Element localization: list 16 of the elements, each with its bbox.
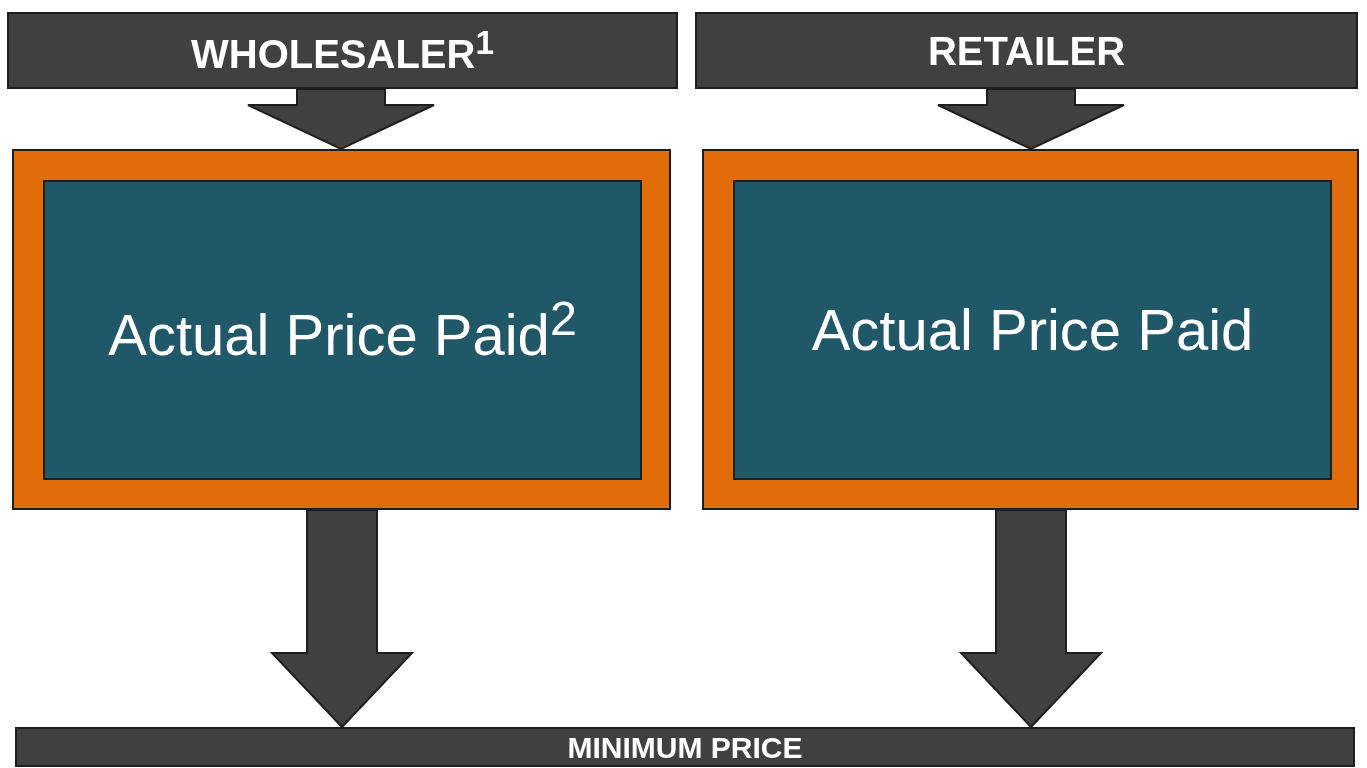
- frame-box: [702, 149, 1359, 510]
- box-label: WHOLESALER$^{1}$: [191, 24, 494, 77]
- box-label: MINIMUM PRICE: [567, 730, 803, 764]
- block-arrow: [247, 88, 435, 151]
- price-box: [43, 180, 642, 480]
- block-arrow: [937, 88, 1125, 151]
- price-box: [733, 180, 1332, 480]
- frame-box: [12, 149, 671, 510]
- box-label: Actual Price Paid$^{2}$: [108, 292, 577, 368]
- box-label: RETAILER: [928, 28, 1125, 73]
- header-bar: [695, 12, 1358, 89]
- block-arrow: [958, 509, 1104, 729]
- box-label: Actual Price Paid: [811, 298, 1254, 362]
- footer-bar: [15, 727, 1355, 767]
- block-arrow: [269, 509, 415, 729]
- header-bar: [7, 12, 678, 89]
